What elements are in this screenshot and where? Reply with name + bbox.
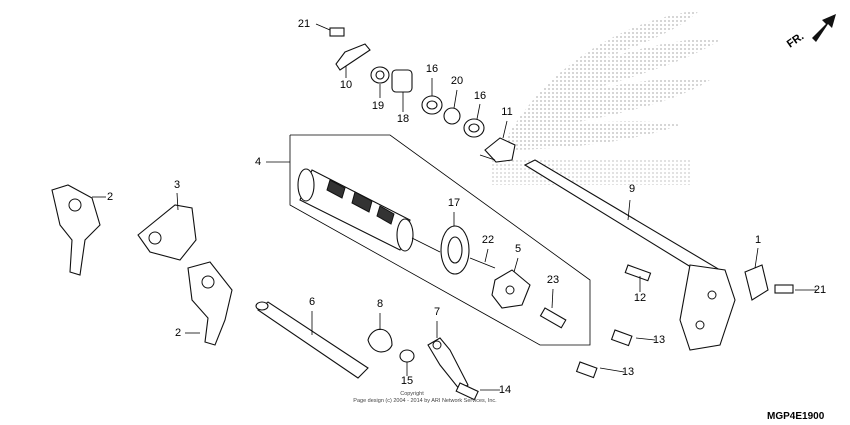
bracket-1 [744,264,769,301]
callout-c2a: 2 [107,191,113,203]
shift-fork-3 [137,204,197,261]
top-bolt-21 [329,27,345,37]
callout-c8: 8 [377,298,383,310]
callout-c19: 19 [372,100,384,112]
drum-pin [469,257,496,269]
front-direction-label: FR. [785,30,806,50]
callout-c13b: 13 [622,366,634,378]
callout-c14: 14 [499,384,511,396]
bearing [440,225,470,275]
gearshift-spindle [523,159,736,351]
callout-c7: 7 [434,306,440,318]
washer-15 [399,349,415,363]
circlip-20 [443,107,461,125]
bolt-21b [774,284,794,294]
return-spring-11 [479,137,516,163]
diagram-code: MGP4E1900 [767,411,825,422]
callout-c18: 18 [397,113,409,125]
copyright-title: Copyright [400,391,424,397]
callout-c4: 4 [255,156,261,168]
shift-drum-center [491,269,531,309]
callout-c17: 17 [448,197,460,209]
shift-drum [297,168,441,253]
callout-c16b: 16 [474,90,486,102]
callout-c2b: 2 [175,327,181,339]
callout-c3: 3 [174,179,180,191]
leader-lines [92,23,817,391]
shift-drum-assembly-box [289,134,591,346]
callout-c9: 9 [629,183,635,195]
callout-c12: 12 [634,292,646,304]
front-direction-arrow-icon [812,14,836,42]
washer-16b [463,118,485,138]
callout-c10: 10 [340,79,352,91]
copyright-notice: Page design (c) 2004 - 2014 by ARI Netwo… [353,398,497,404]
callout-c21a: 21 [298,18,310,30]
stopper-plate-10 [335,43,371,71]
drum-center-bolt [539,307,567,329]
shift-fork-2a [51,184,101,276]
callout-c11: 11 [501,106,512,118]
callout-c5: 5 [515,243,521,255]
collar-19 [370,66,390,84]
return-spring-8 [367,328,393,353]
bolt-13a [610,329,633,347]
bolt-14 [455,382,479,401]
stopper-pin-12 [624,264,652,282]
shift-fork-2b [187,261,233,346]
callout-c23: 23 [547,274,559,286]
callout-c15: 15 [401,375,413,387]
brand-wing-watermark [490,10,720,185]
callout-c13a: 13 [653,334,665,346]
stopper-arm-7 [427,337,469,391]
washer-16a [421,95,443,115]
callout-c6: 6 [309,296,315,308]
callout-c21b: 21 [814,284,826,296]
callout-c1: 1 [755,234,761,246]
callout-c20: 20 [451,75,463,87]
shift-fork-shaft [255,301,369,379]
needle-bearing-18 [391,69,413,93]
bolt-13b [575,361,598,379]
callout-c22: 22 [482,234,494,246]
callout-c16a: 16 [426,63,438,75]
